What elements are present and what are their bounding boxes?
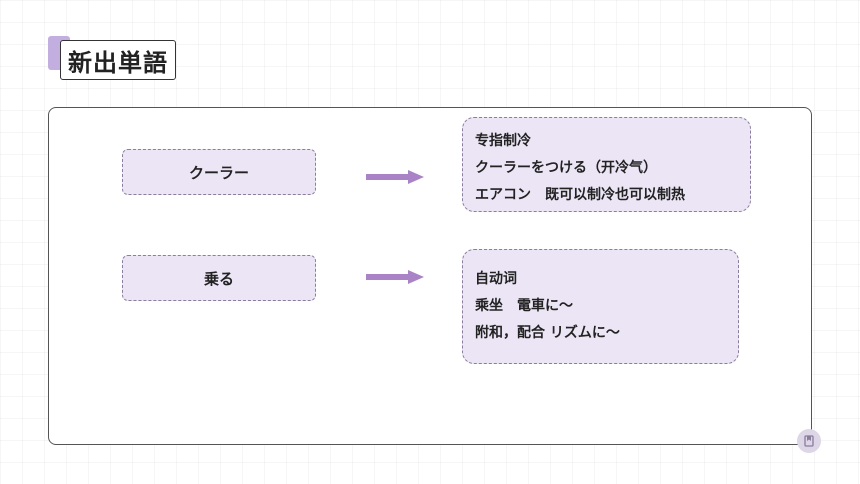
bookmark-icon[interactable] [797, 429, 821, 453]
right-arrow-icon [366, 270, 424, 284]
word-label: クーラー [188, 163, 249, 182]
definition-line: 乘坐 電車に～ [475, 298, 573, 314]
definition-line: 专指制冷 [475, 133, 531, 149]
right-arrow-icon [366, 170, 424, 184]
definition-card-cooler: 专指制冷 クーラーをつける（开冷气） エアコン 既可以制冷也可以制热 [462, 117, 751, 212]
definition-line: エアコン 既可以制冷也可以制热 [475, 187, 685, 203]
word-card-cooler: クーラー [122, 149, 316, 195]
page-title: 新出単語 [60, 40, 176, 80]
definition-line: 附和，配合 リズムに～ [475, 325, 620, 341]
definition-line: クーラーをつける（开冷气） [475, 160, 657, 176]
definition-card-noru: 自动词 乘坐 電車に～ 附和，配合 リズムに～ [462, 249, 739, 364]
word-card-noru: 乗る [122, 255, 316, 301]
definition-line: 自动词 [475, 271, 517, 287]
word-label: 乗る [203, 269, 234, 288]
